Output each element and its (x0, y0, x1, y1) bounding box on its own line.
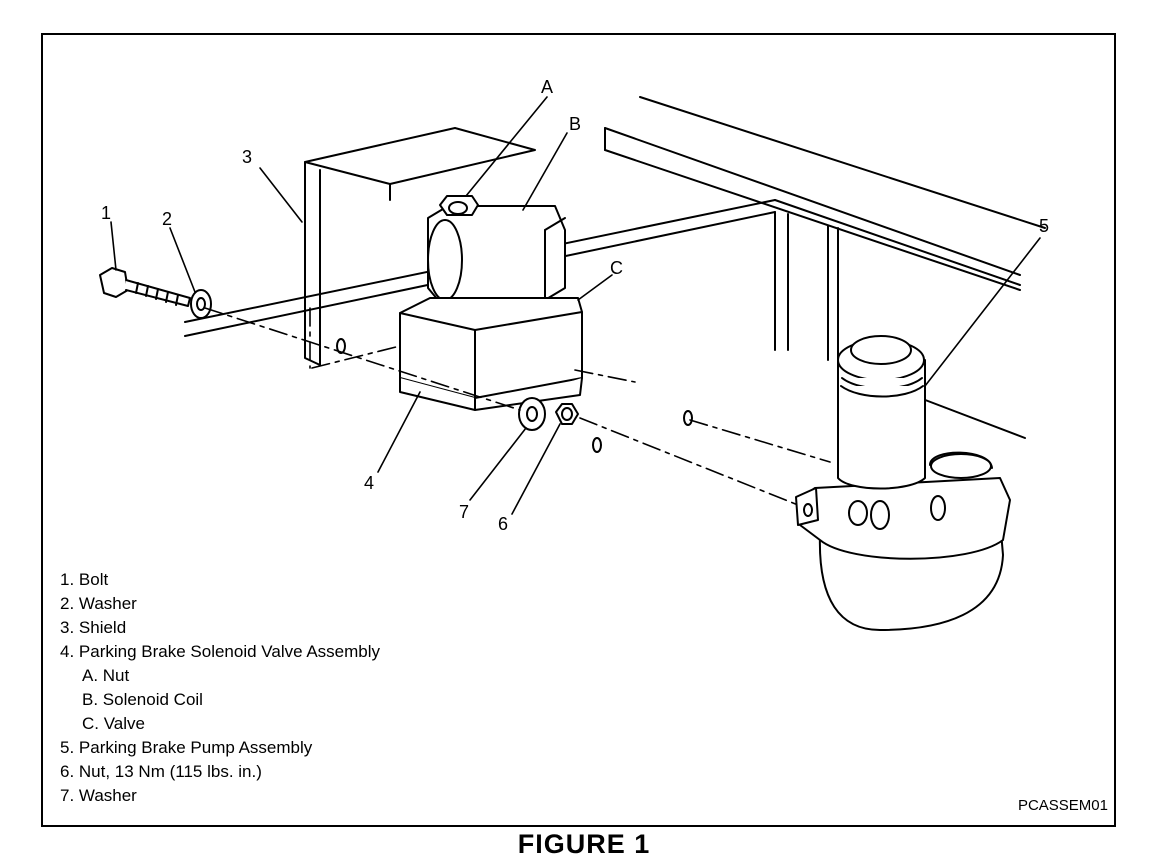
pump-assembly (795, 335, 1011, 631)
valve-body (399, 297, 583, 411)
legend-item: 7. Washer (60, 786, 137, 805)
legend-item: 3. Shield (60, 618, 127, 637)
legend-item: 5. Parking Brake Pump Assembly (60, 738, 313, 757)
legend-item: 2. Washer (60, 594, 137, 613)
shield (304, 127, 536, 366)
legend-item: 1. Bolt (60, 570, 109, 589)
legend-item: A. Nut (82, 666, 130, 685)
washer-2 (190, 289, 212, 319)
drawing-code: PCASSEM01 (1017, 797, 1108, 814)
legend-item: 6. Nut, 13 Nm (115 lbs. in.) (60, 762, 262, 781)
washer-7 (518, 397, 546, 431)
legend-item: 4. Parking Brake Solenoid Valve Assembly (60, 642, 381, 661)
callout-3: 3 (242, 147, 252, 167)
nut-6 (555, 403, 579, 425)
callout-a: A (541, 77, 553, 97)
callout-6: 6 (498, 514, 508, 534)
callout-1: 1 (101, 203, 111, 223)
hole-2 (592, 437, 602, 453)
nut-a (439, 195, 479, 216)
alignment-lines (204, 307, 831, 506)
legend-item: C. Valve (82, 714, 145, 733)
callout-labels: 1 2 3 A B C 5 4 7 6 (101, 77, 1049, 534)
frame-rails (184, 96, 1046, 439)
hole-1 (336, 338, 346, 354)
callout-7: 7 (459, 502, 469, 522)
callout-b: B (569, 114, 581, 134)
callout-4: 4 (364, 473, 374, 493)
parts-legend: 1. Bolt 2. Washer 3. Shield 4. Parking Brak… (60, 568, 380, 808)
callout-5: 5 (1039, 216, 1049, 236)
hole-3 (683, 410, 693, 426)
solenoid-coil (427, 205, 566, 301)
leader-lines (110, 96, 1041, 515)
callout-2: 2 (162, 209, 172, 229)
legend-item: B. Solenoid Coil (82, 690, 203, 709)
figure-frame (41, 33, 1116, 827)
figure-title: FIGURE 1 (517, 829, 651, 859)
bolt (99, 267, 191, 307)
callout-c: C (610, 258, 623, 278)
